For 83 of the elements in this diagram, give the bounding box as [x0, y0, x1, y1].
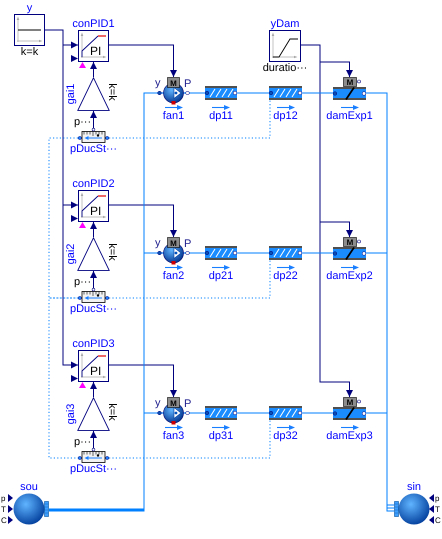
block-name: dp11 — [209, 110, 233, 122]
motor-label: M — [346, 238, 354, 247]
motor-label: M — [169, 78, 178, 88]
arrow — [90, 382, 97, 398]
connector-line — [48, 252, 158, 510]
port-label: T — [435, 505, 440, 514]
arrow — [108, 364, 177, 398]
block-name: gai3 — [65, 404, 77, 424]
block-name: dp12 — [273, 110, 298, 122]
connector-line — [48, 138, 78, 298]
block-name: sou — [20, 481, 38, 493]
arrow — [90, 62, 97, 78]
arrow — [90, 430, 97, 448]
block-name: damExp3 — [326, 430, 373, 442]
block-name: pDucSt··· — [70, 463, 118, 475]
connector-line — [48, 298, 78, 458]
arrow — [108, 44, 177, 78]
arrow — [90, 270, 97, 288]
port-label: p··· — [74, 436, 92, 448]
block-name: fan3 — [162, 430, 184, 442]
arrow — [108, 204, 177, 238]
arrow — [90, 110, 97, 128]
connector-line — [236, 412, 270, 414]
connector-line — [366, 412, 394, 512]
port-label: y — [155, 237, 160, 249]
connector-line — [366, 252, 394, 508]
parameter-label: k=k — [106, 243, 118, 261]
parameter-label: k=k — [106, 83, 118, 101]
parameter-label: duratio··· — [262, 62, 308, 74]
connector-line — [190, 92, 206, 94]
port-label: T — [1, 505, 6, 514]
port-label: C — [1, 516, 7, 525]
port-label: p — [1, 494, 6, 503]
port-label: y — [155, 77, 160, 89]
connector-line — [236, 92, 270, 94]
block-name: conPID2 — [72, 178, 115, 190]
block-name: dp22 — [273, 270, 298, 282]
port-label: C — [435, 516, 441, 525]
parameter-label: k=k — [20, 46, 38, 58]
block-name: conPID3 — [72, 338, 115, 350]
block-name: damExp1 — [326, 110, 373, 122]
block-name: y — [26, 2, 32, 14]
port-label: p··· — [74, 116, 92, 128]
arrow — [90, 222, 97, 238]
block-name: fan1 — [162, 110, 184, 122]
connector-line — [48, 412, 158, 512]
block-name: sin — [406, 481, 422, 493]
motor-label: M — [346, 398, 354, 407]
connector-line — [302, 412, 334, 414]
connector-line — [108, 260, 270, 298]
parameter-label: k=k — [106, 403, 118, 421]
port-label: P — [184, 78, 192, 90]
port-label: y — [155, 397, 160, 409]
block-name: pDucSt··· — [70, 143, 118, 155]
connector-line — [236, 252, 270, 254]
connector-line — [108, 100, 270, 138]
connector-line — [302, 252, 334, 254]
port-label: p··· — [74, 276, 92, 288]
connector-line — [190, 412, 206, 414]
controller-type-label: PI — [90, 365, 102, 377]
connector-line — [190, 252, 206, 254]
connector-line — [108, 420, 270, 458]
motor-label: M — [169, 238, 178, 248]
block-name: dp32 — [273, 430, 298, 442]
connector-line — [48, 92, 158, 510]
controller-type-label: PI — [90, 45, 102, 57]
port-label: P — [184, 238, 192, 250]
block-name: yDam — [270, 18, 300, 30]
block-name: dp31 — [208, 430, 234, 442]
block-name: damExp2 — [326, 270, 373, 282]
connector-line — [366, 92, 394, 506]
block-name: fan2 — [162, 270, 184, 282]
connector-line — [302, 92, 334, 94]
block-name: conPID1 — [72, 18, 115, 30]
block-name: gai1 — [65, 84, 77, 104]
motor-label: M — [169, 398, 178, 408]
motor-label: M — [346, 78, 354, 87]
block-name: dp21 — [208, 270, 234, 282]
port-label: P — [184, 398, 192, 410]
block-name: gai2 — [65, 244, 77, 264]
controller-type-label: PI — [90, 205, 102, 217]
block-name: pDucSt··· — [70, 303, 118, 315]
port-label: p — [435, 494, 440, 503]
